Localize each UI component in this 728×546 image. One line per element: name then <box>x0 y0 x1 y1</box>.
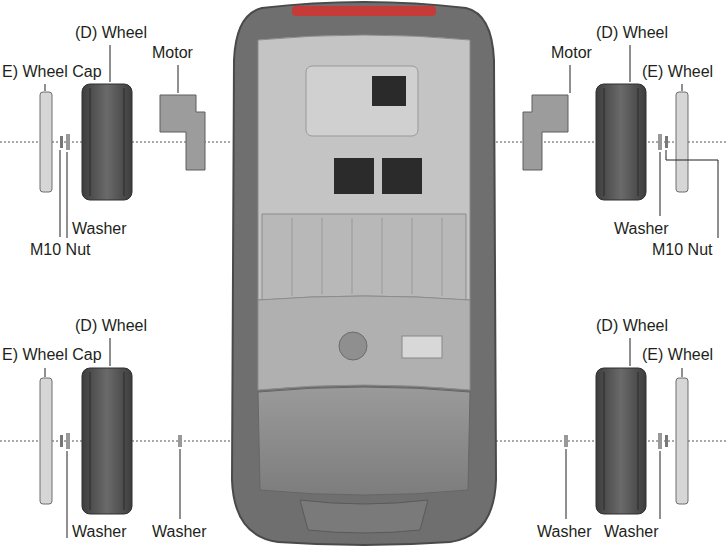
leader-line <box>180 449 181 519</box>
car-shell <box>232 2 496 545</box>
part-label: (D) Wheel <box>596 317 668 335</box>
leader-line <box>60 150 61 237</box>
washer-part <box>564 435 568 447</box>
part-label: (E) Wheel <box>642 346 713 364</box>
tire-tread <box>90 88 638 510</box>
motor-part <box>523 95 568 170</box>
dashboard <box>258 296 470 390</box>
leader-line <box>110 338 111 366</box>
seat <box>262 214 466 300</box>
leader-line <box>630 45 631 82</box>
leader-line <box>630 338 631 366</box>
leader-line <box>570 65 571 93</box>
hood <box>258 387 470 495</box>
battery-panel <box>334 158 374 194</box>
leader-line <box>666 150 667 160</box>
leader-line <box>45 368 46 377</box>
wheel-tire <box>82 84 132 200</box>
leader-line <box>682 84 683 91</box>
leader-line <box>682 368 683 377</box>
nut-part <box>665 435 668 447</box>
wheel-tire <box>596 84 646 200</box>
part-label: (E) Wheel <box>642 63 713 81</box>
part-label: Washer <box>72 523 127 541</box>
nut-part <box>60 435 63 447</box>
part-label: (D) Wheel <box>75 24 147 42</box>
wheel-cap <box>40 92 52 192</box>
battery-panel <box>382 158 422 194</box>
leader-line <box>45 84 46 91</box>
leader-line <box>110 45 111 82</box>
nut-part <box>665 136 668 148</box>
wheel-cap <box>40 378 52 504</box>
leader-line <box>178 65 179 93</box>
part-label: (D) Wheel <box>75 317 147 335</box>
wheel-assembly <box>40 84 688 514</box>
part-label: M10 Nut <box>652 241 712 259</box>
control-box <box>372 76 406 106</box>
part-label: E) Wheel Cap <box>2 346 102 364</box>
wheel-tire <box>596 368 646 514</box>
part-label: Washer <box>152 523 207 541</box>
part-label: Washer <box>537 523 592 541</box>
front-grille <box>300 500 428 533</box>
steering-wheel <box>339 332 367 360</box>
leader-line <box>67 152 68 238</box>
tail-light <box>292 6 436 16</box>
part-label: Motor <box>551 44 592 62</box>
wheel-cap <box>676 92 688 192</box>
part-label: Washer <box>72 220 127 238</box>
part-label: (D) Wheel <box>596 24 668 42</box>
leader-line <box>566 449 567 519</box>
sticker <box>402 336 442 358</box>
motor-part <box>160 95 205 170</box>
seat-ribs <box>292 218 442 296</box>
rear-deck <box>306 66 418 136</box>
cabin-floor <box>258 35 470 300</box>
car-body <box>232 2 496 545</box>
part-label: Washer <box>604 523 659 541</box>
leader-line <box>67 451 68 538</box>
part-label: Washer <box>614 220 669 238</box>
washer-part <box>66 134 70 150</box>
wheel-cap <box>676 378 688 504</box>
part-label: M10 Nut <box>30 241 90 259</box>
part-label: E) Wheel Cap <box>2 63 102 81</box>
washer-part <box>66 433 70 449</box>
nut-part <box>60 136 63 148</box>
leader-line <box>666 160 718 161</box>
leader-line <box>660 152 661 216</box>
washer-part <box>178 435 182 447</box>
leader-line <box>718 160 719 238</box>
washer-part <box>658 134 662 150</box>
leader-lines <box>45 45 718 538</box>
part-label: Motor <box>152 44 193 62</box>
washer-part <box>658 433 662 449</box>
wheel-tire <box>82 368 132 514</box>
leader-line <box>660 451 661 519</box>
